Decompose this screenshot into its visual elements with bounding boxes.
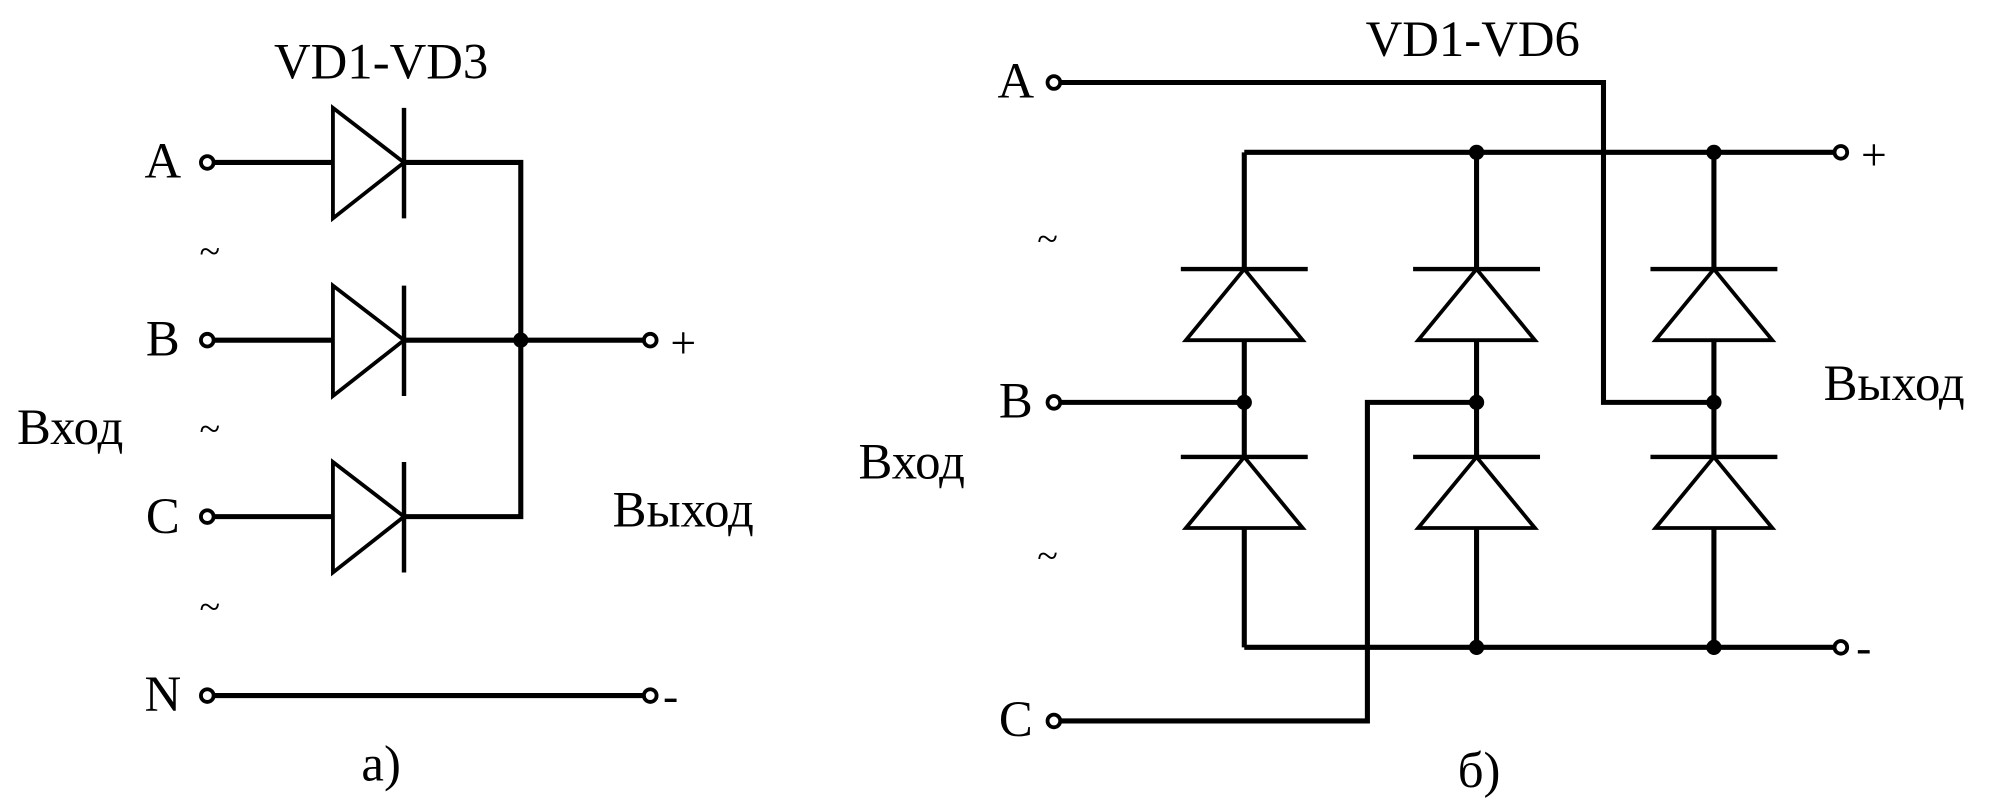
terminal-plus — [1832, 144, 1850, 161]
diode-vd1 — [331, 104, 408, 223]
left-output-label: Выход — [613, 482, 754, 538]
junction-dots — [1236, 144, 1722, 655]
input-b-label: B — [146, 310, 180, 366]
diode-vd3 — [1413, 266, 1541, 343]
right-plus-label: + — [1861, 129, 1887, 180]
right-output-label: Выход — [1824, 355, 1965, 411]
left-input-label: Вход — [17, 399, 123, 455]
diode-vd2 — [331, 281, 408, 400]
terminal-n — [199, 687, 216, 704]
terminal-c — [1045, 712, 1063, 730]
left-plus-label: + — [670, 317, 696, 368]
left-wires — [211, 159, 646, 699]
diode-vd6 — [1413, 453, 1541, 530]
right-caption: б) — [1458, 742, 1501, 798]
terminal-a — [199, 154, 216, 171]
terminal-plus — [642, 331, 659, 349]
diodes — [1180, 266, 1778, 530]
diode-vd5 — [1650, 266, 1778, 343]
terminal-a — [1045, 74, 1063, 91]
tilde-3: ~ — [200, 586, 221, 628]
left-caption: а) — [361, 736, 400, 792]
bridge-rectifier: VD1-VD6 A B C ~ ~ Вход Выход + - б) — [859, 11, 1965, 798]
left-minus-label: - — [663, 670, 678, 721]
diode-vd3 — [331, 458, 408, 577]
half-wave-rectifier: VD1-VD3 A B C N ~ ~ ~ Вход Выход + - а) — [17, 34, 754, 792]
terminal-b — [1045, 394, 1063, 411]
tilde-2: ~ — [1037, 536, 1058, 578]
left-title: VD1-VD3 — [274, 34, 488, 90]
input-b-label: B — [999, 373, 1033, 429]
tilde-1: ~ — [1037, 218, 1058, 260]
right-minus-label: - — [1856, 622, 1871, 673]
tilde-2: ~ — [200, 409, 221, 451]
junction-dot — [513, 332, 529, 348]
terminal-b — [199, 331, 216, 349]
input-c-label: C — [999, 691, 1033, 747]
input-a-label: A — [997, 53, 1034, 109]
input-n-label: N — [145, 666, 182, 722]
terminal-minus — [642, 687, 659, 704]
right-input-label: Вход — [859, 434, 965, 490]
input-c-label: C — [146, 488, 180, 544]
input-a-label: A — [145, 133, 182, 189]
diode-vd2 — [1650, 453, 1778, 530]
terminal-c — [199, 508, 216, 525]
terminal-minus — [1832, 639, 1850, 656]
diode-vd1 — [1180, 266, 1308, 343]
tilde-1: ~ — [200, 231, 221, 273]
diode-vd4 — [1180, 453, 1308, 530]
right-title: VD1-VD6 — [1366, 11, 1580, 67]
